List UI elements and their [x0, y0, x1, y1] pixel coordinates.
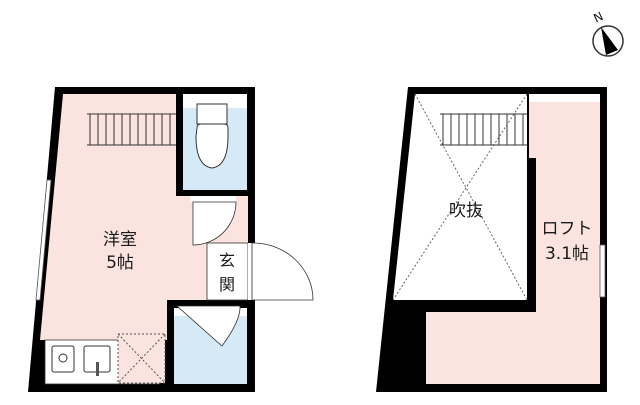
- loft-area: [426, 102, 600, 384]
- floor-1-plan: 玄 関: [28, 87, 314, 392]
- room-size: 5帖: [106, 253, 134, 273]
- toilet-icon: [195, 103, 229, 169]
- floor-2-plan: 吹抜 ロフト 3.1帖: [376, 87, 607, 392]
- void-label: 吹抜: [449, 201, 483, 221]
- entrance: [206, 242, 249, 301]
- window-right: [599, 244, 606, 298]
- window-left: [35, 179, 52, 301]
- compass: N: [591, 9, 624, 57]
- western-room: [40, 94, 205, 340]
- front-door[interactable]: [251, 242, 314, 301]
- stove-icon: [51, 345, 75, 373]
- compass-north-label: N: [591, 9, 605, 25]
- burner-icon: [58, 353, 68, 363]
- void-cross: [392, 93, 528, 301]
- bathroom-door[interactable]: [175, 305, 241, 347]
- fridge-space: [117, 333, 166, 384]
- entrance-label-1: 玄: [219, 251, 235, 270]
- loft-size: 3.1帖: [545, 244, 589, 264]
- room-name: 洋室: [103, 230, 137, 250]
- loft-top-white: [529, 94, 600, 102]
- loft-name: ロフト: [542, 219, 593, 239]
- faucet-icon: [96, 362, 99, 376]
- compass-arrow-icon: [601, 27, 618, 55]
- ladder-icon: [87, 113, 176, 146]
- entrance-label-2: 関: [219, 275, 235, 294]
- toilet-door[interactable]: [190, 196, 237, 246]
- loft-ladder-icon: [440, 113, 527, 146]
- compass-circle-icon: [592, 25, 624, 57]
